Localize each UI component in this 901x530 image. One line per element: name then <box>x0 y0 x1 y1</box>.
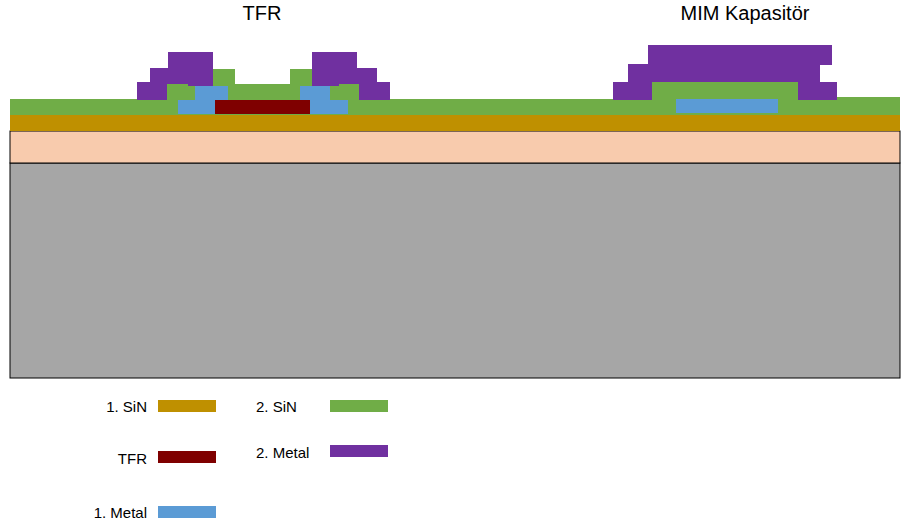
section-title: TFR <box>243 2 282 25</box>
legend-label: 1. SiN <box>106 398 147 415</box>
mim-structure <box>613 45 900 113</box>
legend-label: 2. Metal <box>256 444 309 461</box>
legend-label: 2. SiN <box>256 398 297 415</box>
section-title: MIM Kapasitör <box>681 2 810 25</box>
sin2-layer <box>10 99 900 115</box>
legend-swatch <box>158 506 216 518</box>
legend-label: TFR <box>118 450 147 467</box>
legend-label: 1. Metal <box>94 504 147 521</box>
tfr-structure <box>137 52 390 114</box>
legend-swatch <box>330 400 388 412</box>
legend-swatch <box>158 451 216 463</box>
legend-swatch <box>330 445 388 457</box>
substrate <box>10 163 900 378</box>
oxide-layer <box>10 131 900 163</box>
sin1-layer <box>10 115 900 131</box>
legend-swatch <box>158 400 216 412</box>
